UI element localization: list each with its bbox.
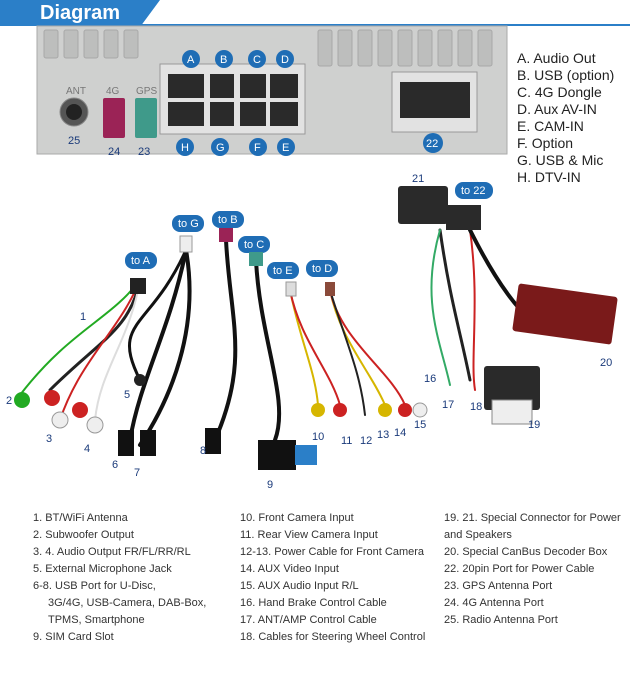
note: 3. 4. Audio Output FR/FL/RR/RL xyxy=(33,546,191,558)
legend-g: G. USB & Mic xyxy=(517,152,604,168)
notes-column-3: 19. 21. Special Connector for Power and … xyxy=(444,510,621,629)
callout-2: 2 xyxy=(6,395,12,407)
callout-9: 9 xyxy=(267,479,273,491)
legend-e: E. CAM-IN xyxy=(517,118,584,134)
badge-h: H xyxy=(181,142,189,154)
legend-d: D. Aux AV-IN xyxy=(517,101,597,117)
badge-a: A xyxy=(187,54,195,66)
legend-c: C. 4G Dongle xyxy=(517,84,602,100)
note: 14. AUX Video Input xyxy=(240,563,339,575)
callout-23: 23 xyxy=(138,146,150,158)
gps-label: GPS xyxy=(136,86,157,97)
page-title: Diagram xyxy=(40,2,121,24)
note: TPMS, Smartphone xyxy=(48,614,145,626)
legend-b: B. USB (option) xyxy=(517,67,615,83)
badge-b: B xyxy=(220,54,227,66)
4g-label: 4G xyxy=(106,86,120,97)
callouts: 1 2 3 4 5 6 7 8 9 10 11 12 13 14 15 16 1… xyxy=(6,173,612,491)
note: 20. Special CanBus Decoder Box xyxy=(444,546,608,558)
note: 1. BT/WiFi Antenna xyxy=(33,512,128,524)
badge-e: E xyxy=(282,142,289,154)
note: 23. GPS Antenna Port xyxy=(444,580,553,592)
callout-19: 19 xyxy=(528,419,540,431)
title-background xyxy=(0,0,160,26)
callout-4: 4 xyxy=(84,443,90,455)
callout-3: 3 xyxy=(46,433,52,445)
port-badges-bottom: H G F E xyxy=(176,138,295,156)
port-legend: A. Audio Out B. USB (option) C. 4G Dongl… xyxy=(517,50,614,186)
notes-column-2: 10. Front Camera Input 11. Rear View Cam… xyxy=(240,510,425,646)
note: 10. Front Camera Input xyxy=(240,512,354,524)
callout-20: 20 xyxy=(600,357,612,369)
notes-column-1: 1. BT/WiFi Antenna 2. Subwoofer Output 3… xyxy=(33,510,206,646)
tag-to-b: to B xyxy=(218,214,238,226)
tag-to-g: to G xyxy=(178,218,199,230)
note: 25. Radio Antenna Port xyxy=(444,614,558,626)
callout-7: 7 xyxy=(134,467,140,479)
note: 16. Hand Brake Control Cable xyxy=(240,597,387,609)
note: 9. SIM Card Slot xyxy=(33,631,114,643)
callout-25: 25 xyxy=(68,135,80,147)
note: 17. ANT/AMP Control Cable xyxy=(240,614,377,626)
ant-label: ANT xyxy=(66,86,86,97)
tag-to-a: to A xyxy=(131,255,151,267)
tag-to-e: to E xyxy=(273,265,293,277)
note: 12-13. Power Cable for Front Camera xyxy=(240,546,425,558)
callout-11: 11 xyxy=(341,435,352,447)
callout-8: 8 xyxy=(200,445,206,457)
note: 19. 21. Special Connector for Power xyxy=(444,512,621,524)
callout-13: 13 xyxy=(377,429,389,441)
port-badges-top: A B C D xyxy=(182,50,294,68)
cable-tags xyxy=(125,182,493,279)
head-unit-back-panel xyxy=(36,25,508,155)
legend-a: A. Audio Out xyxy=(517,50,596,66)
note: and Speakers xyxy=(444,529,512,541)
note: 11. Rear View Camera Input xyxy=(240,529,378,541)
note: 5. External Microphone Jack xyxy=(33,563,172,575)
badge-22 xyxy=(423,133,443,153)
callout-5: 5 xyxy=(124,389,130,401)
badge-f: F xyxy=(254,142,261,154)
note: 6-8. USB Port for U-Disc, xyxy=(33,580,156,592)
tag-to-d: to D xyxy=(312,263,332,275)
note: 22. 20pin Port for Power Cable xyxy=(444,563,595,575)
note: 2. Subwoofer Output xyxy=(33,529,134,541)
badge-g: G xyxy=(216,142,225,154)
callout-12: 12 xyxy=(360,435,372,447)
callout-10: 10 xyxy=(312,431,324,443)
callout-6: 6 xyxy=(112,459,118,471)
note: 18. Cables for Steering Wheel Control xyxy=(240,631,426,643)
note: 24. 4G Antenna Port xyxy=(444,597,544,609)
note: 15. AUX Audio Input R/L xyxy=(240,580,359,592)
legend-h: H. DTV-IN xyxy=(517,169,581,185)
title-underline xyxy=(0,24,630,26)
badge-c: C xyxy=(253,54,261,66)
note: 3G/4G, USB-Camera, DAB-Box, xyxy=(48,597,207,609)
callout-18: 18 xyxy=(470,401,482,413)
tag-to-c: to C xyxy=(244,239,264,251)
callout-21: 21 xyxy=(412,173,424,185)
callout-1: 1 xyxy=(80,311,86,323)
callout-14: 14 xyxy=(394,427,406,439)
connectors xyxy=(14,186,618,470)
badge-22-label: 22 xyxy=(426,138,438,150)
callout-15: 15 xyxy=(414,419,426,431)
title-bar: Diagram xyxy=(0,0,630,26)
callout-17: 17 xyxy=(442,399,454,411)
legend-f: F. Option xyxy=(517,135,574,151)
callout-24: 24 xyxy=(108,146,120,158)
badge-d: D xyxy=(281,54,289,66)
callout-16: 16 xyxy=(424,373,436,385)
tag-to-22: to 22 xyxy=(461,185,485,197)
